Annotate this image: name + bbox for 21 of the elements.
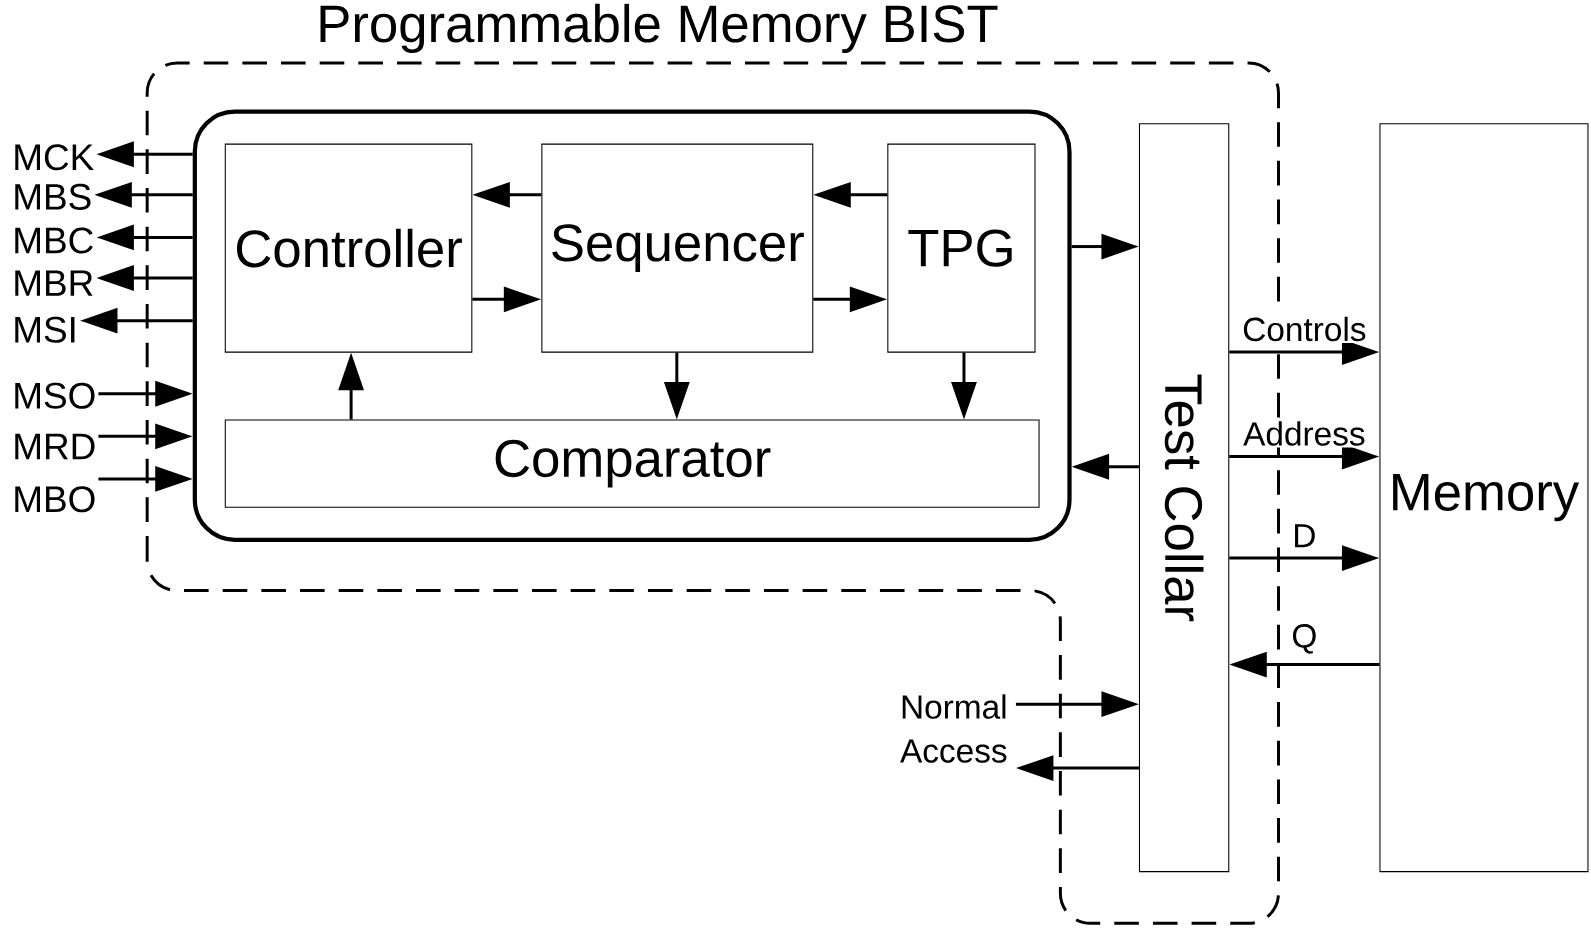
- signal-label: MRD: [15, 434, 95, 460]
- block-box: Test Collar: [1138, 123, 1230, 873]
- edge-label: Address: [1241, 419, 1368, 448]
- edge-label: Q: [1289, 622, 1320, 656]
- signal-label: MBC: [15, 227, 93, 254]
- block-box: TPG: [887, 143, 1036, 353]
- signal-label: Normal Access: [900, 694, 1007, 764]
- block-box: Controller: [224, 143, 473, 353]
- block-box: Memory: [1379, 123, 1589, 873]
- edge-label: Controls: [1240, 315, 1369, 344]
- rounded-frame: [192, 109, 1072, 543]
- edge-label: D: [1290, 522, 1319, 550]
- signal-label: MSI: [15, 316, 75, 344]
- block-box: Sequencer: [541, 143, 814, 353]
- signal-label: MSO: [15, 382, 95, 409]
- signal-label: MBS: [15, 184, 91, 211]
- block-box: Comparator: [224, 419, 1040, 509]
- node-label: Programmable Memory BIST: [320, 4, 998, 54]
- signal-label: MBR: [15, 270, 93, 297]
- signal-label: MCK: [15, 144, 94, 171]
- signal-label: MBO: [15, 486, 95, 513]
